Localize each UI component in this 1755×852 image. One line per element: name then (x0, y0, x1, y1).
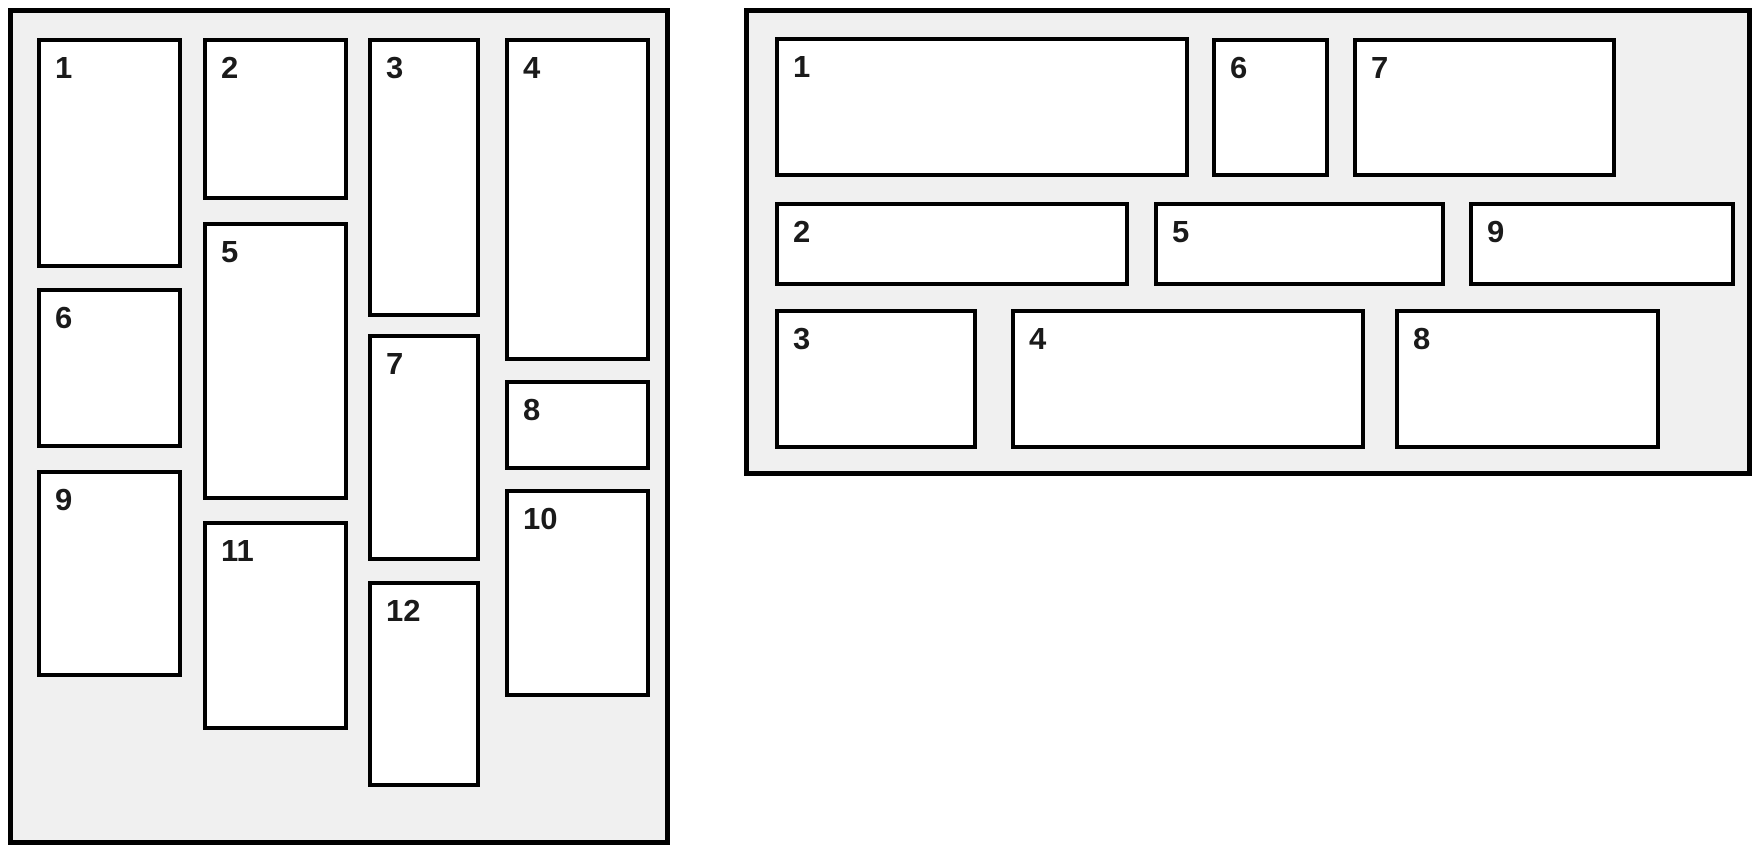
left-item-10: 10 (505, 489, 650, 697)
left-item-2: 2 (203, 38, 348, 200)
left-item-9: 9 (37, 470, 182, 677)
item-number: 5 (221, 234, 239, 269)
left-item-6: 6 (37, 288, 182, 448)
left-item-7: 7 (368, 334, 480, 561)
item-number: 6 (1230, 50, 1248, 85)
right-item-6: 6 (1212, 38, 1329, 177)
item-number: 12 (386, 593, 421, 628)
item-number: 8 (523, 392, 541, 427)
left-item-1: 1 (37, 38, 182, 268)
right-item-5: 5 (1154, 202, 1445, 286)
item-number: 11 (221, 533, 254, 568)
item-number: 2 (221, 50, 239, 85)
right-item-4: 4 (1011, 309, 1365, 449)
left-item-5: 5 (203, 222, 348, 500)
right-item-8: 8 (1395, 309, 1660, 449)
right-item-3: 3 (775, 309, 977, 449)
item-number: 8 (1413, 321, 1431, 356)
item-number: 6 (55, 300, 73, 335)
left-item-4: 4 (505, 38, 650, 361)
item-number: 7 (1371, 50, 1389, 85)
right-item-7: 7 (1353, 38, 1616, 177)
item-number: 4 (523, 50, 541, 85)
left-panel: 1 2 3 4 5 6 7 8 9 10 11 12 (8, 8, 670, 845)
right-item-2: 2 (775, 202, 1129, 286)
item-number: 10 (523, 501, 558, 536)
item-number: 3 (793, 321, 811, 356)
right-item-1: 1 (775, 37, 1189, 177)
item-number: 5 (1172, 214, 1190, 249)
left-item-12: 12 (368, 581, 480, 787)
item-number: 9 (1487, 214, 1505, 249)
item-number: 4 (1029, 321, 1047, 356)
left-item-8: 8 (505, 380, 650, 470)
item-number: 3 (386, 50, 404, 85)
item-number: 1 (793, 49, 811, 84)
right-panel: 1 2 3 4 5 6 7 8 9 (744, 8, 1752, 476)
left-item-3: 3 (368, 38, 480, 317)
item-number: 7 (386, 346, 404, 381)
item-number: 9 (55, 482, 73, 517)
item-number: 1 (55, 50, 73, 85)
item-number: 2 (793, 214, 811, 249)
left-item-11: 11 (203, 521, 348, 730)
right-item-9: 9 (1469, 202, 1735, 286)
